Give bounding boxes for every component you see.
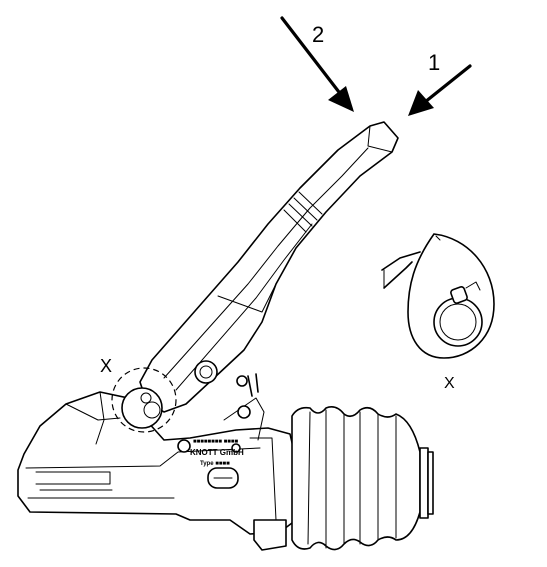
- coupling-body: [17, 373, 297, 551]
- bellows: [291, 406, 434, 551]
- detail-caption-label: X: [444, 375, 455, 392]
- detail-marker-label: X: [100, 356, 112, 376]
- arrow-2: [280, 16, 354, 112]
- arrow-2-label: 2: [312, 22, 324, 47]
- plate-line-2: KNOTT GmbH: [190, 448, 244, 457]
- pivot-detail: [111, 367, 177, 433]
- plate-line-3: Type ■■■■: [200, 461, 230, 467]
- plate-line-1: ■■■■■■■■ ■■■■: [193, 439, 239, 445]
- detail-view: [381, 233, 495, 359]
- lever-handle: [139, 121, 399, 413]
- type-plate: ■■■■■■■■ ■■■■ KNOTT GmbH Type ■■■■: [177, 439, 244, 467]
- arrow-1: [408, 64, 472, 116]
- arrow-1-label: 1: [428, 50, 440, 75]
